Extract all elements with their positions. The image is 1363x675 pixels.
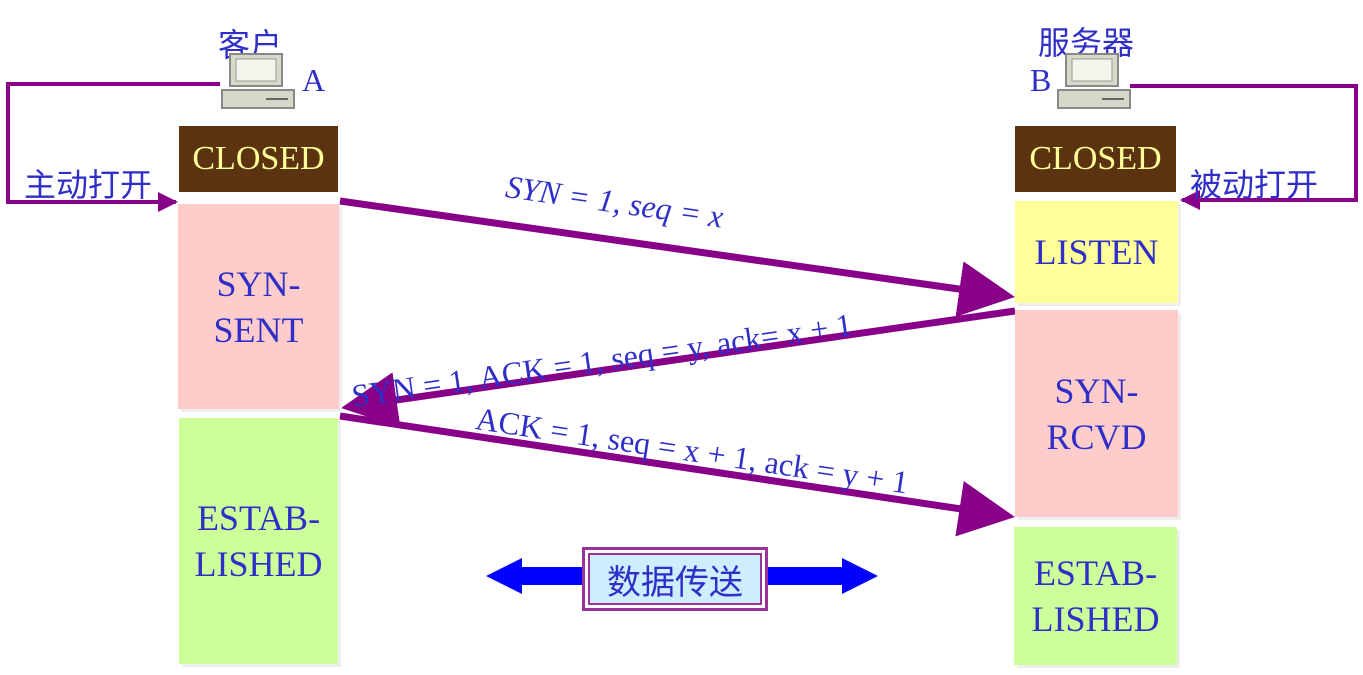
data-transfer-arrow [486,558,878,594]
server-state-listen: LISTEN [1015,201,1178,303]
server-state-closed: CLOSED [1015,126,1176,192]
server-computer-icon [1057,53,1131,109]
server-letter: B [1030,62,1052,98]
client-state-syn-sent: SYN- SENT [178,204,339,409]
data-transfer-label: 数据传送 [588,553,762,605]
client-state-established: ESTAB- LISHED [179,418,338,664]
syn-arrow [339,197,1015,317]
synack-arrow [341,307,1016,428]
server-state-established: ESTAB- LISHED [1014,527,1177,665]
passive-open-label: 被动打开 [1190,166,1319,204]
active-open-arrow [6,82,220,212]
ack-arrow [339,412,1015,537]
active-open-label: 主动打开 [24,166,153,204]
data-transfer-box: 数据传送 [582,547,768,611]
server-state-syn-rcvd: SYN- RCVD [1015,310,1178,517]
client-letter: A [302,62,326,98]
client-computer-icon [221,53,295,109]
client-state-closed: CLOSED [179,126,338,192]
passive-open-arrow [1130,84,1358,210]
